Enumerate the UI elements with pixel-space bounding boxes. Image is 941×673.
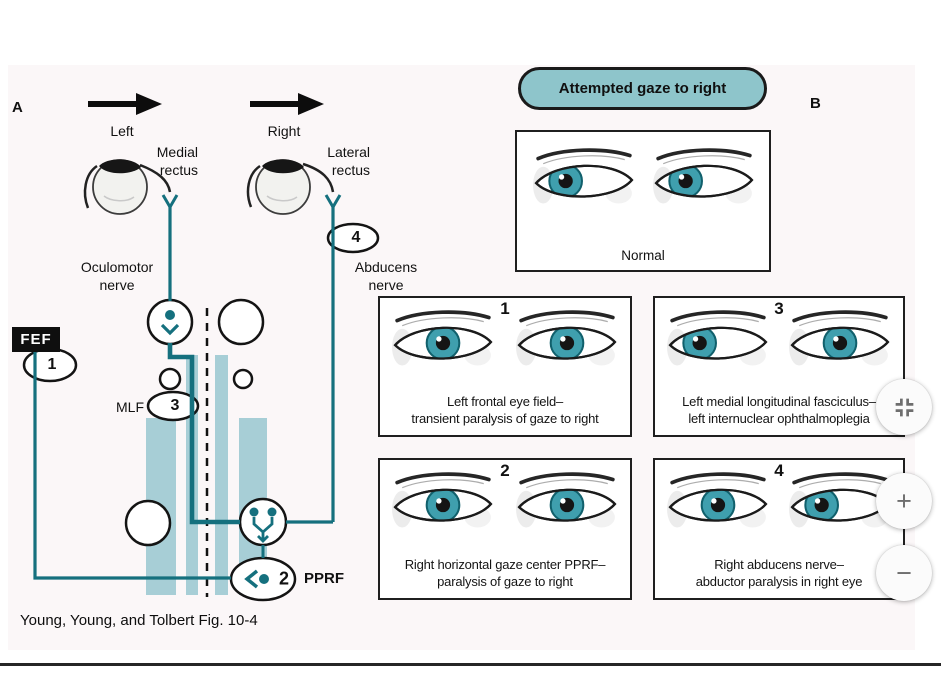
condition-box-2: 2 Right horizontal gaze center PPRF– par… — [378, 458, 632, 600]
eyebrow — [670, 472, 766, 485]
iris — [548, 165, 583, 197]
medial-rectus-label: Medial rectus — [156, 144, 198, 178]
lower-left-nucleus-circle — [124, 499, 172, 547]
zoom-in-button[interactable]: + — [876, 473, 932, 529]
oculomotor-nucleus-circle — [146, 298, 194, 346]
eyebrow — [792, 472, 888, 485]
fit-to-screen-icon — [895, 398, 913, 416]
eye-left — [392, 472, 493, 528]
marker-4-ellipse — [326, 222, 380, 254]
condition-caption-line2: abductor paralysis in right eye — [695, 574, 863, 589]
eye-left — [392, 310, 493, 366]
lateral-rectus-label: Lateral rectus — [327, 144, 370, 178]
fef-label-box: FEF — [12, 327, 60, 352]
eye-left — [533, 148, 634, 204]
condition-number: 4 — [774, 461, 784, 480]
eyebrow — [519, 472, 615, 485]
iris — [549, 489, 585, 521]
right-eyeball-icon — [246, 159, 335, 215]
panel-b-label: B — [810, 95, 821, 112]
gaze-direction-arrow-left — [88, 93, 162, 115]
eyebrow — [792, 310, 888, 323]
iris — [668, 165, 703, 197]
iris — [549, 327, 585, 359]
figure-caption: Young, Young, and Tolbert Fig. 10-4 — [20, 612, 258, 629]
condition-box-3: 3 Left medial longitudinal fasciculus– l… — [653, 296, 905, 437]
mlf-label: MLF — [116, 399, 144, 415]
marker-2: 2 — [278, 568, 290, 589]
eye-right — [789, 472, 890, 528]
condition-caption-line2: paralysis of gaze to right — [437, 574, 573, 589]
abducens-nerve-label: Abducens nerve — [354, 259, 418, 293]
bottom-divider — [0, 663, 941, 666]
iris — [425, 489, 461, 521]
right-eye-label: Right — [267, 123, 301, 139]
normal-label: Normal — [621, 248, 665, 263]
neuron-glyphs — [160, 310, 277, 589]
marker-1: 1 — [47, 356, 57, 373]
eyebrow — [656, 148, 752, 161]
condition-number: 1 — [500, 299, 510, 318]
iris — [700, 489, 736, 521]
condition-number: 3 — [774, 299, 784, 318]
iris — [804, 489, 839, 521]
condition-caption-line2: transient paralysis of gaze to right — [411, 411, 599, 426]
marker-4: 4 — [351, 229, 361, 246]
fef-label: FEF — [20, 331, 52, 348]
iris — [822, 327, 858, 359]
minus-icon: − — [896, 557, 912, 588]
panel-a-label: A — [12, 99, 23, 116]
condition-number: 2 — [500, 461, 510, 480]
condition-caption-line1: Left frontal eye field– — [446, 394, 564, 409]
condition-box-1: 1 Left frontal eye field– transient para… — [378, 296, 632, 437]
iris — [682, 327, 717, 359]
contralateral-nucleus-circle — [217, 298, 265, 346]
gaze-direction-arrow-right — [250, 93, 324, 115]
condition-caption-line1: Right horizontal gaze center PPRF– — [404, 557, 606, 572]
condition-caption-line1: Left medial longitudinal fasciculus– — [682, 394, 876, 409]
plus-icon: + — [896, 485, 912, 516]
fit-to-screen-button[interactable] — [876, 379, 932, 435]
eyebrow — [536, 148, 632, 161]
condition-caption-line2: left internuclear ophthalmoplegia — [688, 411, 870, 426]
zoom-out-button[interactable]: − — [876, 545, 932, 601]
condition-box-4: 4 Right abducens nerve– abductor paralys… — [653, 458, 905, 600]
nerve-pathways — [33, 194, 342, 580]
left-eyeball-icon — [83, 159, 172, 215]
banner-text: Attempted gaze to right — [558, 80, 727, 97]
oculomotor-nerve-label: Oculomotor nerve — [80, 259, 154, 293]
eyebrow — [395, 472, 491, 485]
left-eye-label: Left — [110, 123, 134, 139]
condition-caption-line1: Right abducens nerve– — [714, 557, 844, 572]
normal-gaze-box: Normal — [515, 130, 771, 272]
eye-right — [516, 310, 617, 366]
eye-right — [653, 148, 754, 204]
eyebrow — [395, 310, 491, 323]
attempted-gaze-banner: Attempted gaze to right — [518, 67, 767, 110]
eyebrow — [670, 310, 766, 323]
eye-left — [667, 472, 768, 528]
eye-left — [667, 310, 768, 366]
iris — [425, 327, 461, 359]
eye-right — [516, 472, 617, 528]
marker-3: 3 — [170, 397, 180, 414]
marker-3-ellipse — [146, 390, 200, 422]
eye-right — [789, 310, 890, 366]
pprf-label: PPRF — [304, 570, 345, 587]
pathway-diagram — [22, 93, 380, 602]
eyebrow — [519, 310, 615, 323]
